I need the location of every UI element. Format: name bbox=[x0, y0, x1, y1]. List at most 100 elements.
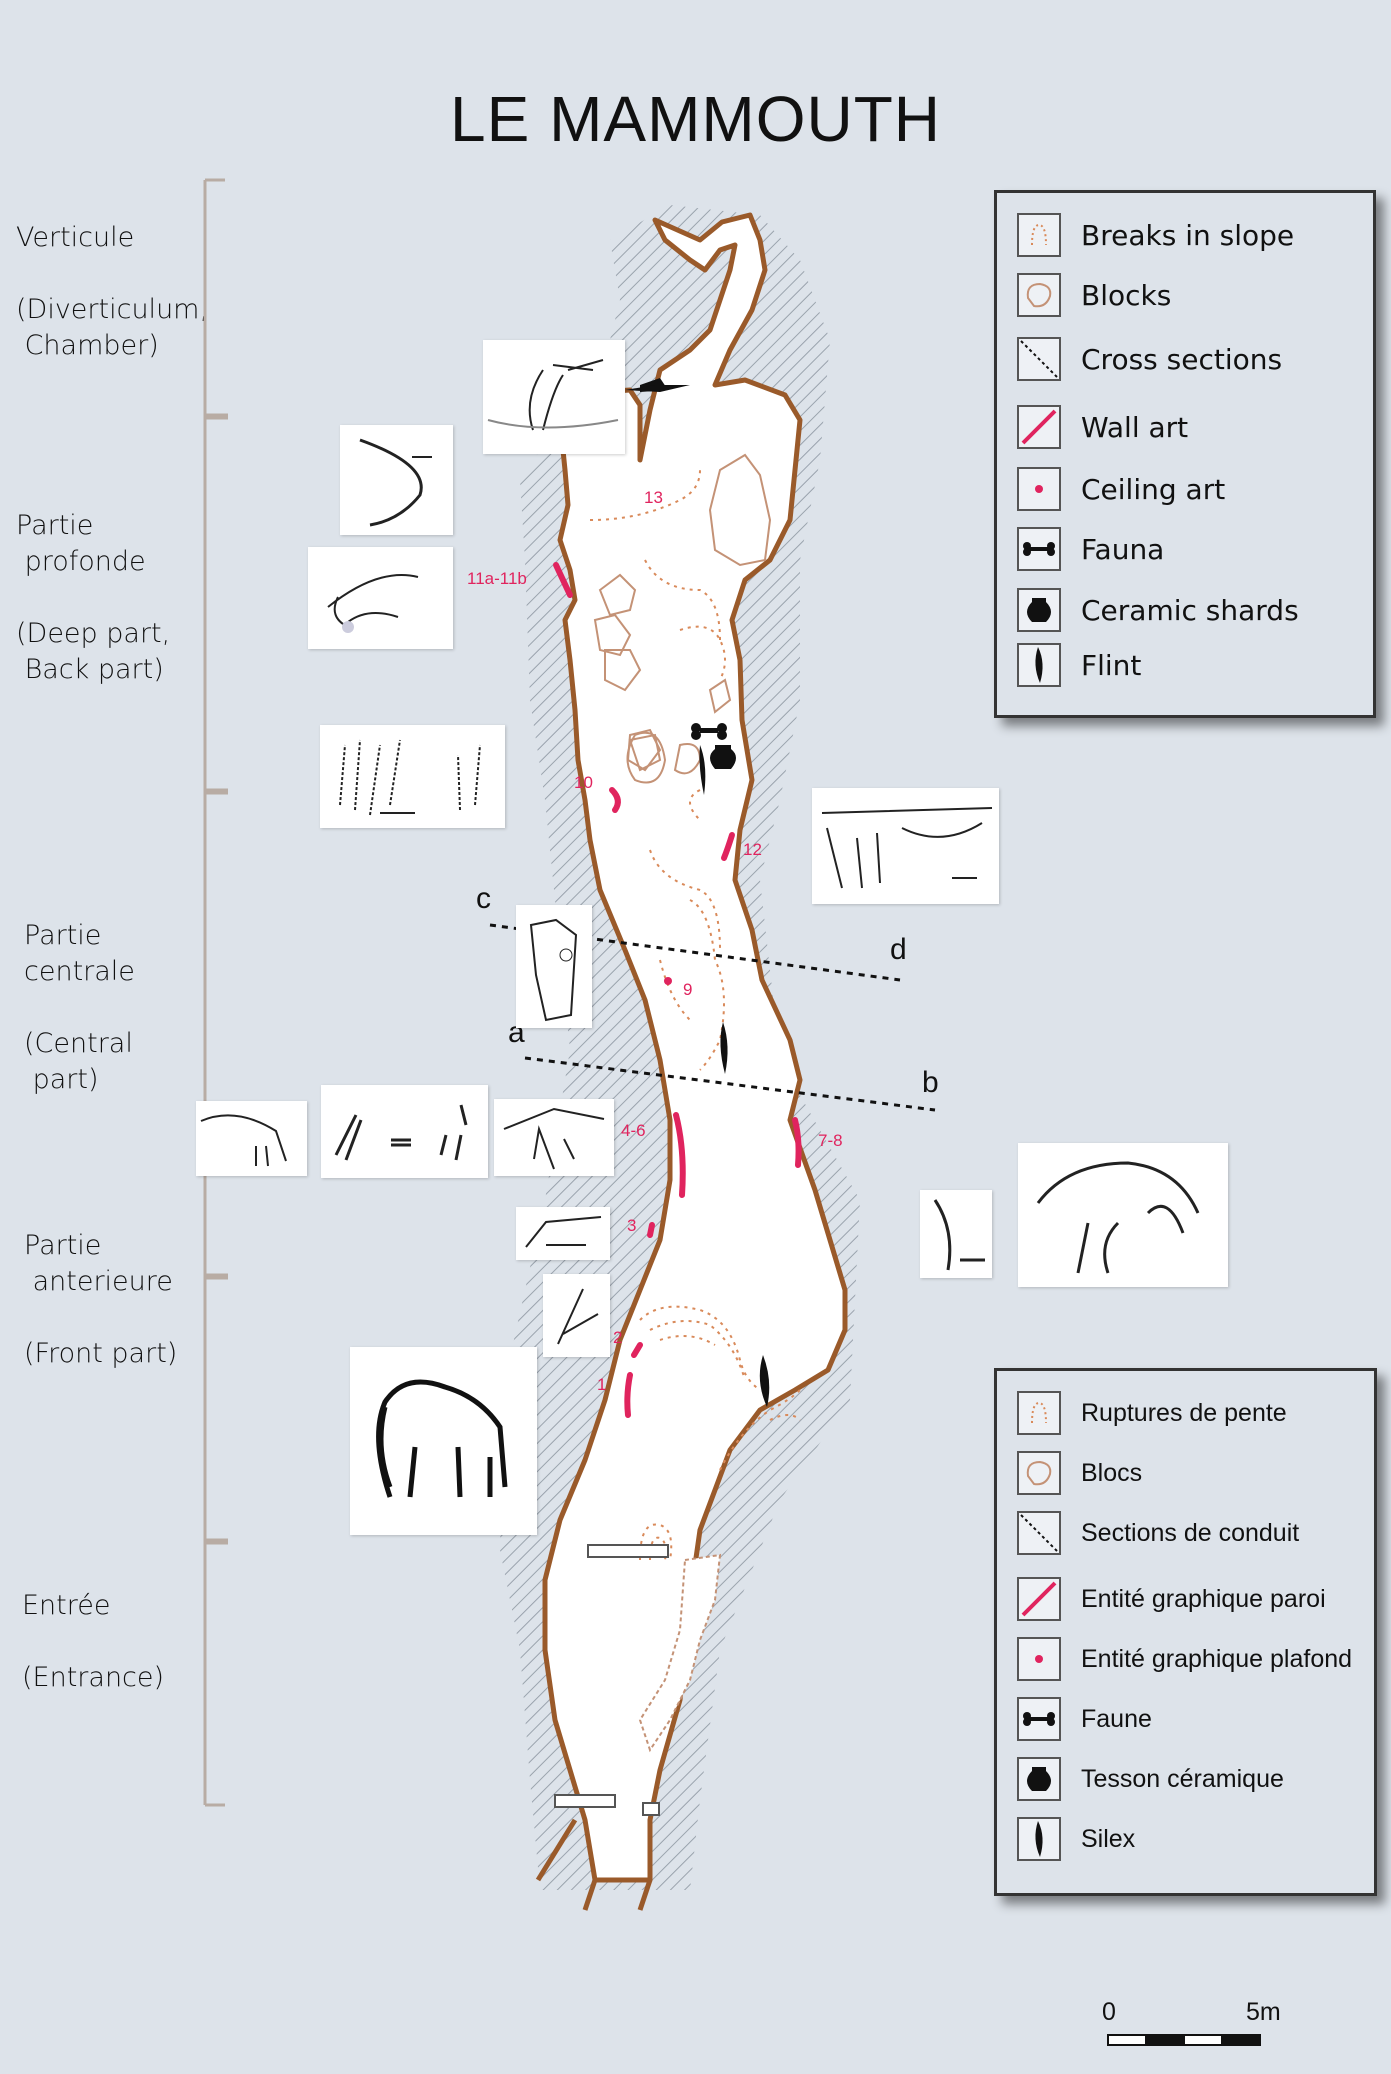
section-label-partie-centrale: Partie centrale (Central part) bbox=[24, 920, 135, 1095]
legend-label: Entité graphique plafond bbox=[1081, 1644, 1353, 1673]
legend-label: Silex bbox=[1081, 1824, 1136, 1853]
legend-row-blocks: Blocks bbox=[1017, 271, 1171, 319]
engraving-panel-5 bbox=[321, 1085, 488, 1178]
legend-row-sections-de-conduit: Sections de conduit bbox=[1017, 1509, 1299, 1557]
art-label-1: 1 bbox=[597, 1375, 607, 1394]
legend-label: Ruptures de pente bbox=[1081, 1398, 1287, 1427]
silex-icon bbox=[1017, 1817, 1061, 1861]
engraving-panel-11b bbox=[308, 547, 453, 649]
breaks-in-slope bbox=[589, 469, 801, 1561]
engraving-panel-6 bbox=[494, 1099, 614, 1176]
engraving-panel-4 bbox=[196, 1101, 307, 1176]
legend-row-flint: Flint bbox=[1017, 641, 1141, 689]
art-label-4-6: 4-6 bbox=[621, 1121, 646, 1140]
map-title: LE MAMMOUTH bbox=[450, 83, 941, 155]
cross-section-label-c: c bbox=[476, 882, 491, 915]
legend-row-entite-graphique-plafond: Entité graphique plafond bbox=[1017, 1635, 1352, 1683]
legend-label: Faune bbox=[1081, 1704, 1152, 1733]
mammoth-engraving-panel-8 bbox=[1018, 1143, 1228, 1287]
legend-row-blocs: Blocs bbox=[1017, 1449, 1142, 1497]
wall-art-marks bbox=[553, 562, 802, 1418]
art-label-2: 2 bbox=[613, 1328, 623, 1347]
art-label-3: 3 bbox=[627, 1216, 637, 1235]
blocks bbox=[593, 453, 772, 784]
mammoth-engraving-panel-1 bbox=[350, 1347, 537, 1535]
blocs-icon bbox=[1017, 1451, 1061, 1495]
section-brackets bbox=[203, 178, 228, 1807]
ceiling-art-icon bbox=[1017, 467, 1061, 511]
entite-graphique-paroi-icon bbox=[1017, 1577, 1061, 1621]
engraving-panel-7 bbox=[920, 1190, 992, 1278]
art-label-11a-11b: 11a-11b bbox=[467, 569, 527, 588]
find-fauna-icon bbox=[691, 723, 727, 740]
legend-label: Fauna bbox=[1081, 532, 1165, 566]
art-label-7-8: 7-8 bbox=[818, 1131, 843, 1150]
legend-english: Breaks in slope Blocks Cross sections Wa… bbox=[994, 190, 1376, 718]
legend-row-entite-graphique-paroi: Entité graphique paroi bbox=[1017, 1575, 1326, 1623]
legend-label: Wall art bbox=[1081, 410, 1189, 444]
cross-section-label-b: b bbox=[922, 1066, 939, 1099]
legend-french: Ruptures de pente Blocs Sections de cond… bbox=[994, 1368, 1377, 1896]
entite-graphique-plafond-icon bbox=[1017, 1637, 1061, 1681]
engraving-panel-11a bbox=[340, 425, 453, 535]
legend-row-faune: Faune bbox=[1017, 1695, 1152, 1743]
section-label-partie-profonde: Partie profonde (Deep part, Back part) bbox=[16, 510, 171, 685]
breaks-in-slope-icon bbox=[1017, 213, 1061, 257]
blocks-icon bbox=[1017, 273, 1061, 317]
fauna-icon bbox=[1017, 527, 1061, 571]
wall-art-icon bbox=[1017, 405, 1061, 449]
tesson-ceramique-icon bbox=[1017, 1757, 1061, 1801]
cross-sections-icon bbox=[1017, 337, 1061, 381]
legend-row-tesson-ceramique: Tesson céramique bbox=[1017, 1755, 1284, 1803]
find-flint-icon-1 bbox=[699, 745, 706, 795]
ceiling-art-dot bbox=[664, 977, 672, 985]
legend-label: Breaks in slope bbox=[1081, 218, 1295, 252]
legend-label: Blocks bbox=[1081, 278, 1172, 312]
legend-label: Entité graphique paroi bbox=[1081, 1584, 1326, 1613]
legend-row-silex: Silex bbox=[1017, 1815, 1135, 1863]
legend-label: Ceramic shards bbox=[1081, 593, 1299, 627]
art-label-9: 9 bbox=[683, 980, 693, 999]
legend-row-breaks-in-slope: Breaks in slope bbox=[1017, 211, 1294, 259]
engraving-panel-10 bbox=[320, 725, 505, 828]
faune-icon bbox=[1017, 1697, 1061, 1741]
legend-label: Flint bbox=[1081, 648, 1142, 682]
engraving-panel-3 bbox=[516, 1207, 610, 1260]
scale-label-start: 0 bbox=[1102, 1998, 1116, 2026]
section-label-verticule: Verticule (Diverticulum, Chamber) bbox=[16, 222, 209, 361]
find-flint-icon-3 bbox=[759, 1355, 770, 1407]
legend-row-cross-sections: Cross sections bbox=[1017, 335, 1282, 383]
cross-section-lines bbox=[489, 923, 936, 1112]
find-flint-icon-2 bbox=[720, 1022, 728, 1074]
art-label-13: 13 bbox=[644, 488, 663, 507]
legend-label: Ceiling art bbox=[1081, 472, 1226, 506]
legend-label: Tesson céramique bbox=[1081, 1764, 1284, 1793]
engraving-panel-13 bbox=[483, 340, 625, 454]
engraving-panel-2 bbox=[543, 1274, 610, 1357]
legend-row-ruptures-de-pente: Ruptures de pente bbox=[1017, 1389, 1287, 1437]
legend-label: Cross sections bbox=[1081, 342, 1283, 376]
art-label-10: 10 bbox=[574, 773, 593, 792]
legend-label: Sections de conduit bbox=[1081, 1518, 1300, 1547]
entrance-walls bbox=[554, 1544, 669, 1816]
section-label-partie-anterieure: Partie anterieure (Front part) bbox=[24, 1230, 178, 1369]
find-ceramic-icon bbox=[710, 745, 736, 769]
sections-de-conduit-icon bbox=[1017, 1511, 1061, 1555]
art-label-12: 12 bbox=[743, 840, 762, 859]
legend-row-fauna: Fauna bbox=[1017, 525, 1164, 573]
scale-label-end: 5m bbox=[1246, 1998, 1281, 2026]
entrance-rubble bbox=[638, 1553, 722, 1753]
cross-section-label-d: d bbox=[890, 933, 907, 966]
section-label-entree: Entrée (Entrance) bbox=[22, 1590, 165, 1693]
scale-bar bbox=[1107, 2034, 1261, 2046]
diverticulum-marker bbox=[625, 385, 690, 392]
engraving-panel-12 bbox=[812, 788, 999, 904]
legend-label: Blocs bbox=[1081, 1458, 1143, 1487]
ruptures-de-pente-icon bbox=[1017, 1391, 1061, 1435]
flint-icon bbox=[1017, 643, 1061, 687]
legend-row-wall-art: Wall art bbox=[1017, 403, 1188, 451]
ceramic-shards-icon bbox=[1017, 588, 1061, 632]
engraving-panel-9 bbox=[516, 905, 592, 1028]
legend-row-ceiling-art: Ceiling art bbox=[1017, 465, 1225, 513]
legend-row-ceramic-shards: Ceramic shards bbox=[1017, 586, 1299, 634]
